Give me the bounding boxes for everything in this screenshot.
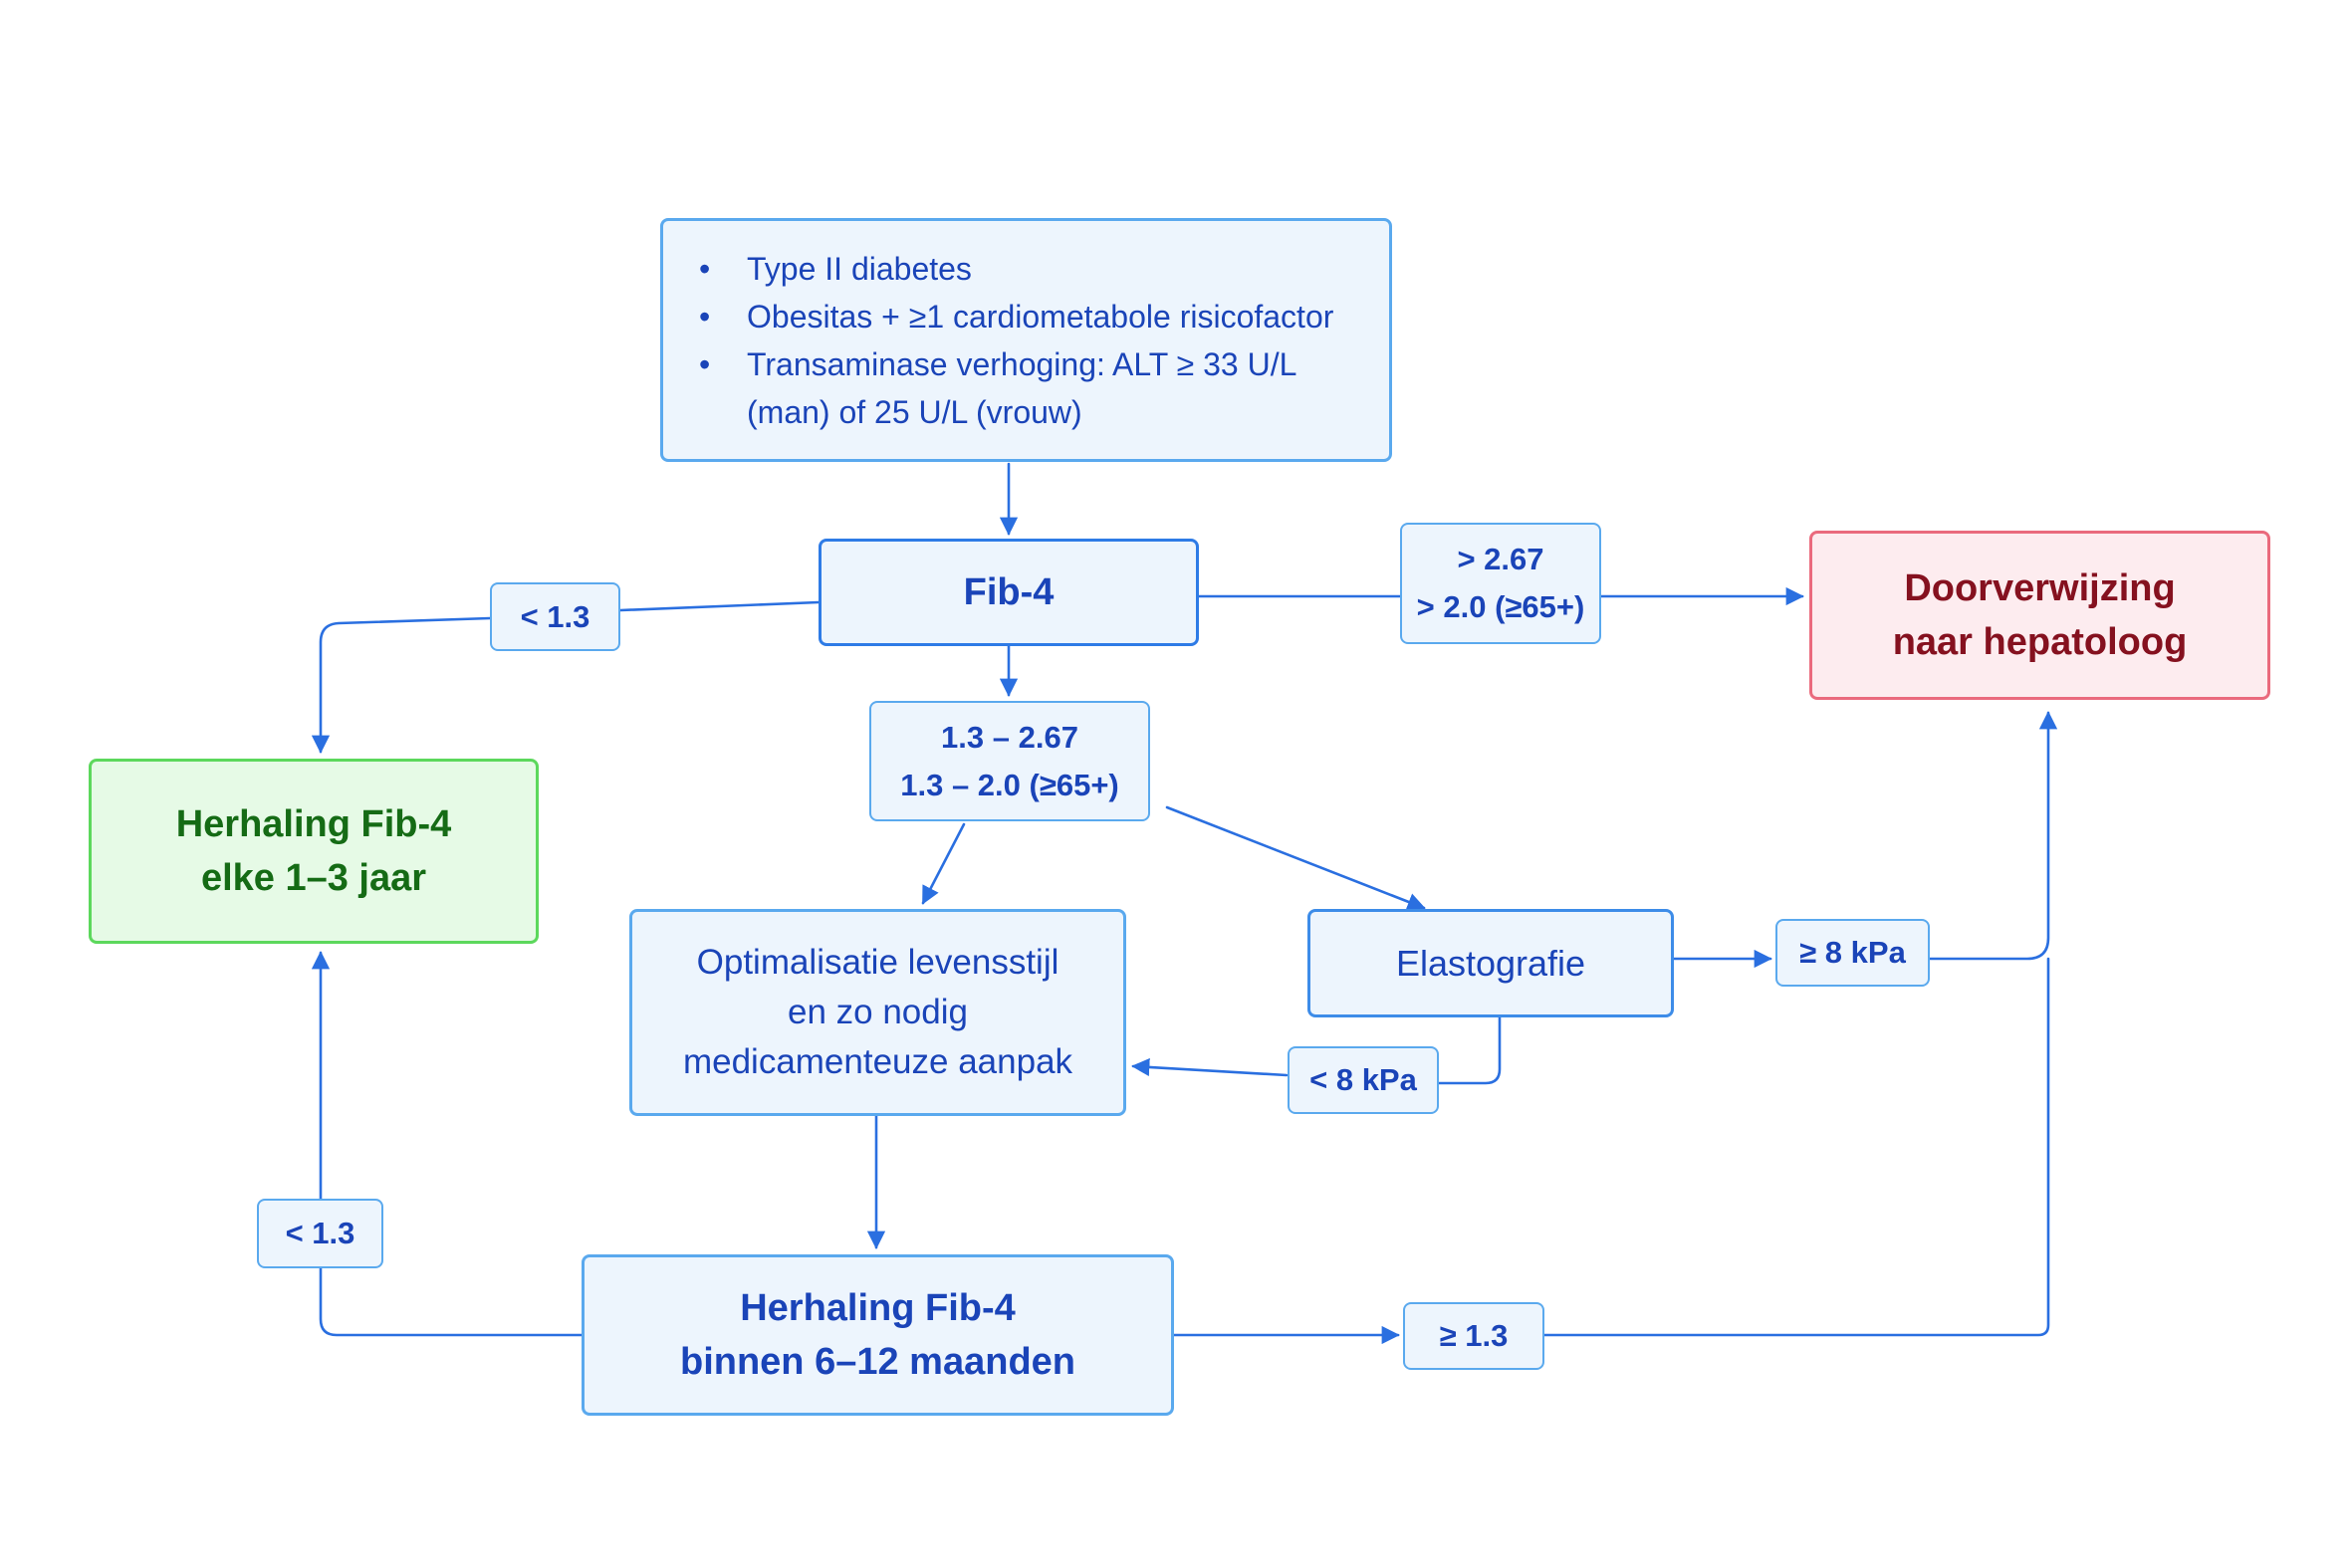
- bullet-icon: •: [699, 345, 711, 382]
- criteria-item-text: Obesitas + ≥1 cardiometabole risicofacto…: [747, 298, 1334, 335]
- arrow-low-to-repeat-yearly: [311, 616, 492, 754]
- referral-line2: naar hepatoloog: [1892, 621, 2188, 663]
- connector-fib4-to-low: [618, 600, 821, 612]
- repeat-months-line2: binnen 6–12 maanden: [679, 1341, 1075, 1383]
- low-threshold-top-text: < 1.3: [520, 598, 590, 634]
- criteria-item: • Type II diabetes: [699, 245, 1333, 293]
- mid-threshold-line2: 1.3 – 2.0 (≥65+): [900, 767, 1119, 802]
- repeat-fib4-yearly-box: Herhaling Fib-4 elke 1–3 jaar: [89, 759, 539, 944]
- lifestyle-line1: Optimalisatie levensstijl: [696, 943, 1059, 982]
- criteria-item-text: Transaminase verhoging: ALT ≥ 33 U/L: [747, 345, 1297, 382]
- low-threshold-bottom-text: < 1.3: [285, 1216, 355, 1250]
- criteria-item: • Obesitas + ≥1 cardiometabole risicofac…: [699, 293, 1333, 340]
- low-threshold-label-top: < 1.3: [490, 582, 620, 651]
- high-threshold-label: > 2.67 > 2.0 (≥65+): [1400, 523, 1601, 644]
- criteria-item: • Transaminase verhoging: ALT ≥ 33 U/L (…: [699, 340, 1333, 436]
- lifestyle-optimization-box: Optimalisatie levensstijl en zo nodig me…: [629, 909, 1126, 1116]
- repeat-months-line1: Herhaling Fib-4: [740, 1287, 1016, 1329]
- mid-threshold-label: 1.3 – 2.67 1.3 – 2.0 (≥65+): [869, 701, 1150, 821]
- arrow-mid-to-elastography: [1165, 805, 1426, 911]
- high-threshold-label-bottom: ≥ 1.3: [1403, 1302, 1544, 1370]
- arrow-repeat-months-to-repeat-yearly: [319, 1266, 584, 1337]
- high-threshold-bottom-text: ≥ 1.3: [1439, 1318, 1509, 1353]
- repeat-yearly-line1: Herhaling Fib-4: [175, 803, 452, 845]
- referral-hepatologist-box: Doorverwijzing naar hepatoloog: [1809, 531, 2270, 700]
- kpa-high-label: ≥ 8 kPa: [1775, 919, 1930, 987]
- bullet-icon: •: [699, 298, 711, 335]
- kpa-low-label: < 8 kPa: [1288, 1046, 1439, 1114]
- repeat-yearly-line2: elke 1–3 jaar: [200, 857, 427, 899]
- kpa-low-text: < 8 kPa: [1309, 1062, 1417, 1097]
- arrow-mid-to-lifestyle: [921, 822, 966, 905]
- connector-high-bottom-to-referral: [1542, 957, 2050, 1337]
- lifestyle-line2: en zo nodig: [788, 993, 968, 1031]
- repeat-fib4-months-box: Herhaling Fib-4 binnen 6–12 maanden: [582, 1254, 1174, 1416]
- high-threshold-line1: > 2.67: [1457, 542, 1544, 576]
- lifestyle-line3: medicamenteuze aanpak: [682, 1042, 1073, 1081]
- criteria-list: • Type II diabetes • Obesitas + ≥1 cardi…: [699, 245, 1333, 436]
- low-threshold-label-bottom: < 1.3: [257, 1199, 383, 1268]
- elastography-box: Elastografie: [1307, 909, 1674, 1017]
- kpa-high-text: ≥ 8 kPa: [1799, 935, 1906, 970]
- criteria-item-text: Type II diabetes: [747, 250, 972, 287]
- elastography-label: Elastografie: [1395, 942, 1586, 984]
- criteria-item-text-continued: (man) of 25 U/L (vrouw): [747, 393, 1082, 430]
- bullet-icon: •: [699, 250, 711, 287]
- referral-line1: Doorverwijzing: [1904, 567, 2176, 609]
- arrow-kpa-low-to-lifestyle: [1131, 1057, 1289, 1077]
- high-threshold-line2: > 2.0 (≥65+): [1416, 589, 1585, 624]
- connector-kpa-high-to-referral: [1928, 711, 2058, 961]
- fib4-box: Fib-4: [819, 539, 1199, 646]
- fib4-label: Fib-4: [963, 570, 1055, 613]
- connector-elastography-to-kpa-low: [1437, 1015, 1502, 1085]
- inclusion-criteria-box: • Type II diabetes • Obesitas + ≥1 cardi…: [660, 218, 1392, 462]
- mid-threshold-line1: 1.3 – 2.67: [941, 719, 1078, 755]
